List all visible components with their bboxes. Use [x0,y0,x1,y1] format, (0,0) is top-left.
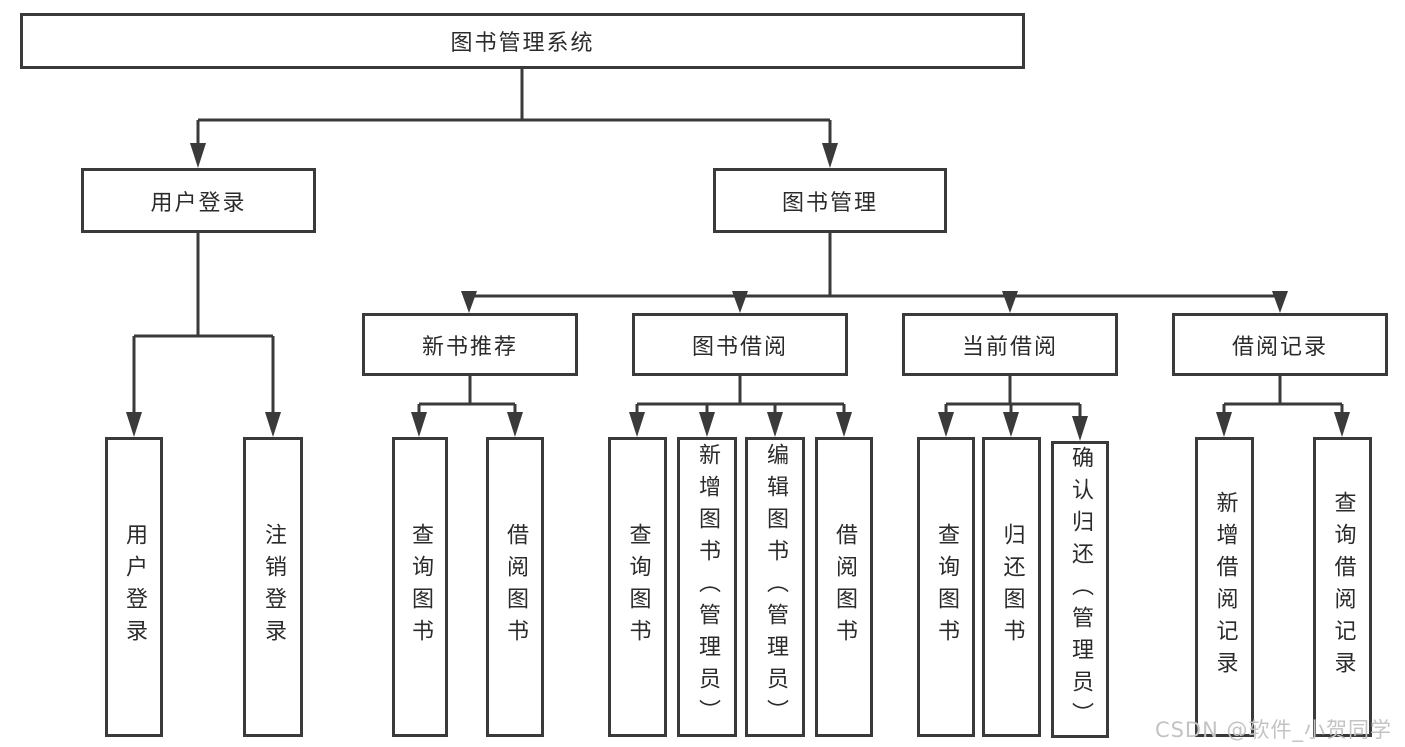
node-label: 查询图书 [934,523,959,651]
node-label: 用户登录 [122,523,147,651]
connector-borrow-records-to-leaves [1216,376,1350,437]
node-book-borrow: 图书借阅 [632,313,848,376]
leaf-user-login: 用户登录 [105,437,163,737]
leaf-current-confirm-return-admin: 确认归还（管理员） [1051,441,1109,738]
arrow-down-icon [938,412,954,437]
leaf-recommend-query-book: 查询图书 [392,437,448,737]
arrow-down-icon [1216,412,1232,437]
node-label: 归还图书 [999,523,1025,651]
node-label: 查询图书 [625,523,651,651]
node-label: 确认归还（管理员） [1068,445,1093,734]
arrow-down-icon [190,143,206,168]
connector-book-borrow-to-leaves [629,376,852,437]
node-book-management: 图书管理 [713,168,947,233]
node-label: 图书管理系统 [450,31,595,56]
arrow-down-icon [767,412,783,437]
node-label: 借阅图书 [503,523,528,651]
connector-current-borrow-to-leaves [938,376,1088,441]
connector-path [944,376,1082,417]
connector-path [417,376,517,414]
leaf-current-return-book: 归还图书 [982,437,1041,737]
leaf-records-query-record: 查询借阅记录 [1313,437,1372,737]
node-label: 图书借阅 [691,334,788,360]
arrow-down-icon [699,412,715,437]
leaf-logout-login: 注销登录 [243,437,303,737]
arrow-down-icon [461,291,477,313]
arrow-down-icon [1334,412,1350,437]
node-label: 新增借阅记录 [1212,491,1238,683]
arrow-down-icon [732,291,748,313]
node-user-login: 用户登录 [81,168,316,233]
node-label: 当前借阅 [961,334,1058,360]
connector-path [196,69,832,146]
arrow-down-icon [411,412,427,437]
leaf-borrow-borrow-book: 借阅图书 [815,437,873,737]
arrow-down-icon [126,412,142,437]
arrow-down-icon [836,412,852,437]
node-label: 注销登录 [261,523,286,651]
arrow-down-icon [1272,291,1288,313]
arrow-down-icon [507,412,523,437]
arrow-down-icon [265,412,281,437]
node-new-book-recommend: 新书推荐 [362,313,578,376]
node-label: 新增图书（管理员） [695,443,720,731]
node-label: 图书管理 [781,190,878,216]
arrow-down-icon [1072,416,1088,441]
node-label: 借阅图书 [832,523,857,651]
connector-book-management-to-level3 [461,233,1288,313]
csdn-watermark: CSDN @软件_小贺同学 [1154,718,1392,742]
node-label: 编辑图书（管理员） [763,443,788,731]
connector-path [1222,376,1344,414]
arrow-down-icon [1002,291,1018,313]
connector-user-login-to-leaves [126,233,281,437]
node-current-borrow: 当前借阅 [902,313,1118,376]
arrow-down-icon [629,412,645,437]
node-root: 图书管理系统 [20,13,1025,69]
leaf-current-query-book: 查询图书 [917,437,975,737]
connector-root-to-level2 [190,69,838,168]
arrow-down-icon [822,143,838,168]
node-label: 查询借阅记录 [1330,491,1356,683]
node-label: 查询图书 [408,523,433,651]
node-label: 借阅记录 [1231,334,1328,360]
connector-path [635,376,846,414]
leaf-recommend-borrow-book: 借阅图书 [486,437,544,737]
connector-path [132,233,275,414]
leaf-borrow-query-book: 查询图书 [608,437,667,737]
arrow-down-icon [1003,412,1019,437]
leaf-borrow-add-book-admin: 新增图书（管理员） [677,437,737,737]
node-borrow-records: 借阅记录 [1172,313,1388,376]
node-label: 新书推荐 [421,334,518,360]
connector-new-book-to-leaves [411,376,523,437]
connector-path [469,233,1280,298]
leaf-borrow-edit-book-admin: 编辑图书（管理员） [745,437,805,737]
node-label: 用户登录 [150,190,247,216]
leaf-records-add-record: 新增借阅记录 [1195,437,1254,737]
